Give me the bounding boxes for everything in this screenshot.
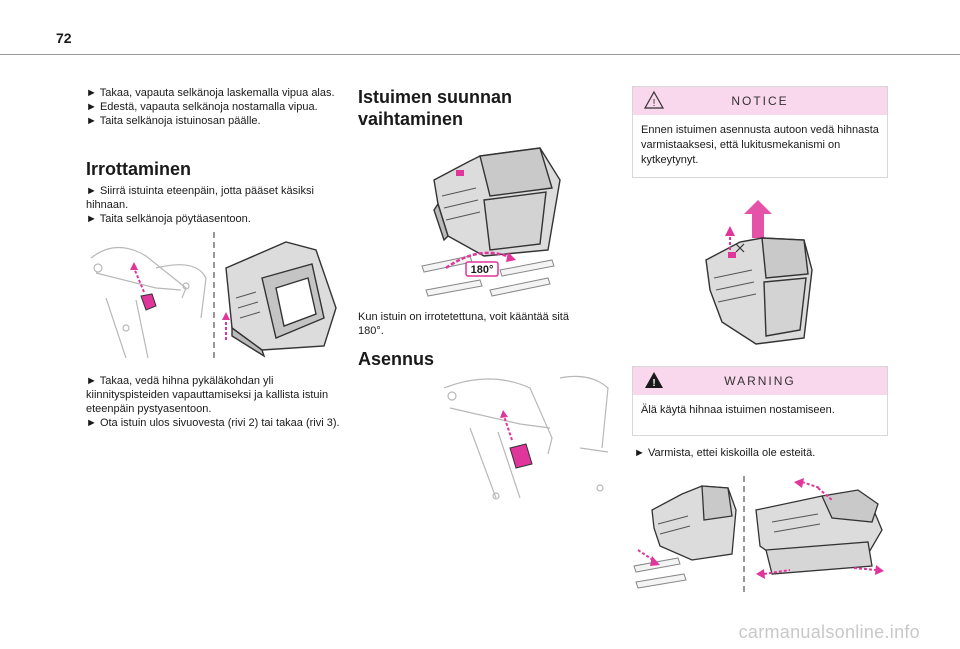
seat-install-illustration bbox=[443, 375, 609, 500]
seat-lift-check-illustration bbox=[705, 200, 813, 345]
intro-steps: ► Takaa, vapauta selkänoja laskemalla vi… bbox=[86, 86, 341, 128]
final-step: ► Varmista, ettei kiskoilla ole esteitä. bbox=[634, 447, 816, 459]
seat-rotate-illustration: 180° bbox=[421, 147, 561, 297]
section-heading-reverse: Istuimen suunnan vaihtaminen bbox=[358, 87, 513, 129]
intro-step: ► Taita selkänoja istuinosan päälle. bbox=[86, 115, 261, 127]
page-number: 72 bbox=[56, 30, 72, 46]
remove-step: ► Siirrä istuinta eteenpäin, jotta pääse… bbox=[86, 185, 314, 211]
rotation-label: 180° bbox=[471, 264, 494, 276]
warning-header: ! WARNING bbox=[633, 367, 887, 395]
notice-header: ! NOTICE bbox=[633, 87, 887, 115]
warning-triangle-filled-icon: ! bbox=[645, 372, 663, 389]
remove-steps-b: ► Takaa, vedä hihna pykäläkohdan yli kii… bbox=[86, 374, 341, 430]
remove-step: ► Taita selkänoja pöytäasentoon. bbox=[86, 213, 251, 225]
notice-box: ! NOTICE Ennen istuimen asennusta autoon… bbox=[632, 86, 888, 178]
warning-text: Älä käytä hihnaa istuimen nostamiseen. bbox=[641, 404, 835, 416]
remove-step: ► Ota istuin ulos sivuovesta (rivi 2) ta… bbox=[86, 417, 340, 429]
section-heading-install: Asennus bbox=[358, 349, 435, 369]
section-heading-remove: Irrottaminen bbox=[86, 159, 192, 179]
svg-text:!: ! bbox=[653, 98, 656, 109]
intro-step: ► Edestä, vapauta selkänoja nostamalla v… bbox=[86, 101, 318, 113]
warning-box: ! WARNING Älä käytä hihnaa istuimen nost… bbox=[632, 366, 888, 436]
header-rule bbox=[0, 54, 960, 55]
warning-title: WARNING bbox=[724, 374, 796, 388]
seat-rails-illustration bbox=[633, 476, 884, 596]
notice-title: NOTICE bbox=[731, 94, 789, 108]
seat-strap-illustration bbox=[90, 232, 337, 359]
remove-steps-a: ► Siirrä istuinta eteenpäin, jotta pääse… bbox=[86, 184, 341, 226]
rotate-caption: Kun istuin on irrotetettuna, voit kääntä… bbox=[358, 311, 569, 337]
warning-triangle-outline-icon: ! bbox=[643, 90, 665, 109]
svg-text:!: ! bbox=[652, 378, 655, 389]
watermark: carmanualsonline.info bbox=[738, 622, 920, 642]
notice-text: Ennen istuimen asennusta autoon vedä hih… bbox=[641, 124, 879, 166]
intro-step: ► Takaa, vapauta selkänoja laskemalla vi… bbox=[86, 87, 335, 99]
remove-step: ► Takaa, vedä hihna pykäläkohdan yli kii… bbox=[86, 375, 329, 415]
